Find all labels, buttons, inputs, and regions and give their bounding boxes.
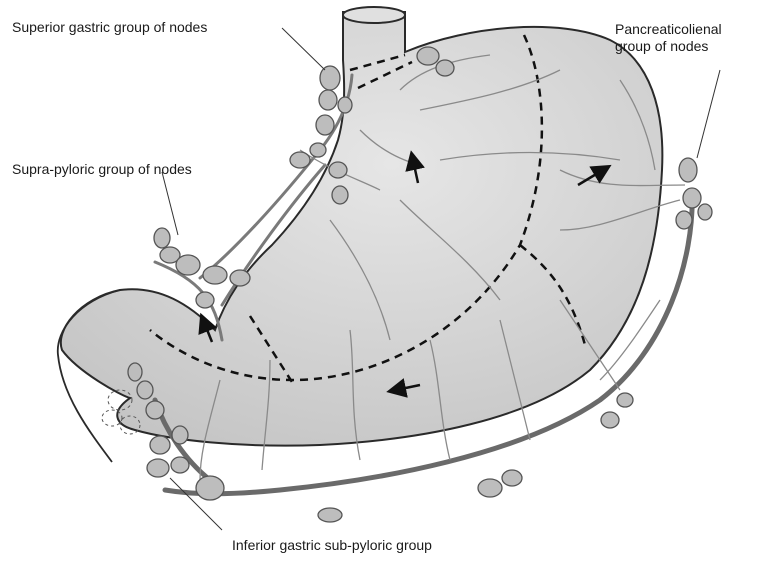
- esophagus-opening: [343, 7, 405, 23]
- pancreaticolienal-label: Pancreaticolienal group of nodes: [615, 21, 755, 55]
- superior-gastric-label: Superior gastric group of nodes: [12, 19, 207, 36]
- inferior-gastric-label: Inferior gastric sub-pyloric group: [232, 537, 432, 554]
- supra-pyloric-label: Supra-pyloric group of nodes: [12, 161, 192, 178]
